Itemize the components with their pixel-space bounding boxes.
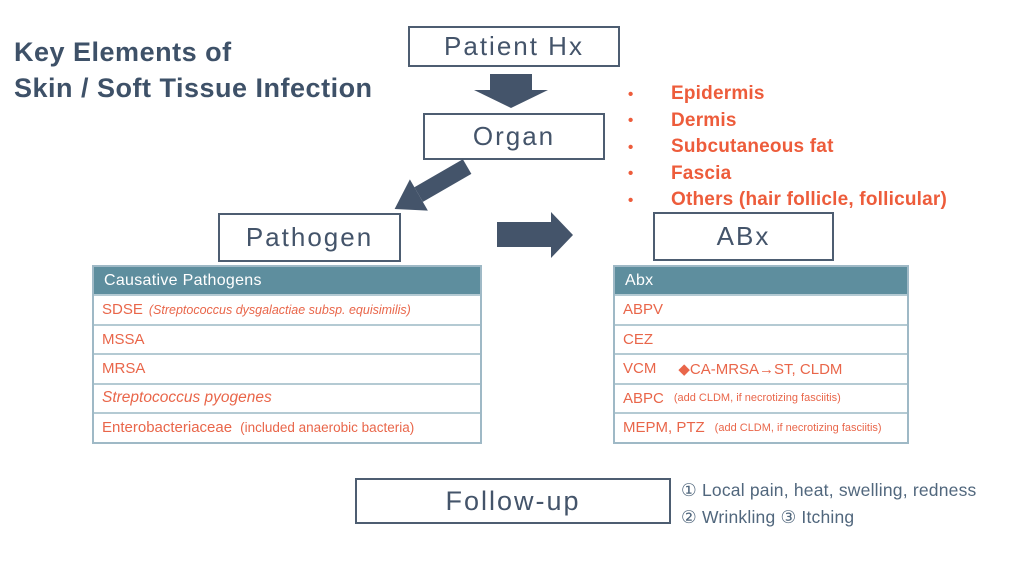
slide-title-line2: Skin / Soft Tissue Infection <box>14 73 373 103</box>
cell-main: MRSA <box>102 360 146 378</box>
arrow-diagonal-shaft <box>414 159 472 203</box>
slide-title-line1: Key Elements of <box>14 37 232 67</box>
table-row: CEZ <box>615 323 907 354</box>
pathogen-label: Pathogen <box>245 222 374 252</box>
cell-main: ABPV <box>623 301 664 319</box>
cell-main: MEPM, PTZ <box>623 419 705 437</box>
table-row: Streptococcus pyogenes <box>94 382 480 413</box>
table-header: Causative Pathogens <box>94 267 480 294</box>
follow-up-label: Follow-up <box>445 485 581 516</box>
table-row: VCM ◆CA-MRSA→ST, CLDM <box>615 353 907 383</box>
cell-main: Streptococcus pyogenes <box>102 389 272 407</box>
list-item: • Fascia <box>628 161 947 188</box>
slide-title: Key Elements of Skin / Soft Tissue Infec… <box>14 34 373 106</box>
arrow-down-icon <box>473 74 548 108</box>
arrow-right-icon <box>497 211 573 258</box>
list-item: • Dermis <box>628 108 947 135</box>
cell-detail: (add CLDM, if necrotizing fasciitis) <box>714 421 882 434</box>
table-row: MRSA <box>94 353 480 383</box>
arrow-right-head <box>551 211 573 258</box>
cell-main: Enterobacteriaceae <box>102 419 233 437</box>
follow-up-note-line1: ① Local pain, heat, swelling, redness <box>681 480 977 500</box>
follow-up-notes: ① Local pain, heat, swelling, redness ② … <box>681 477 976 530</box>
arrow-right-shaft <box>497 222 551 247</box>
arrow-down-shaft <box>489 74 532 90</box>
bullet-icon: • <box>628 85 634 103</box>
abx-box: ABx <box>653 212 834 261</box>
organ-box: Organ <box>423 113 605 160</box>
cell-main: VCM <box>623 360 657 378</box>
table-row: Enterobacteriaceae (included anaerobic b… <box>94 412 480 442</box>
layer-label: Others (hair follicle, follicular) <box>671 189 948 211</box>
cell-detail: ◆CA-MRSA→ST, CLDM <box>678 360 843 378</box>
skin-layers-list: • Epidermis • Dermis • Subcutaneous fat … <box>628 81 947 214</box>
table-row: ABPC (add CLDM, if necrotizing fasciitis… <box>615 382 907 413</box>
follow-up-box: Follow-up <box>355 478 671 524</box>
list-item: • Others (hair follicle, follicular) <box>628 187 947 214</box>
cell-main: MSSA <box>102 330 145 348</box>
abx-table: Abx ABPV CEZ VCM ◆CA-MRSA→ST, CLDM ABPC … <box>613 265 909 444</box>
table-row: MSSA <box>94 323 480 354</box>
cell-main: CEZ <box>623 330 653 348</box>
patient-hx-label: Patient Hx <box>444 31 584 61</box>
layer-label: Fascia <box>671 162 732 184</box>
bullet-icon: • <box>628 138 634 156</box>
list-item: • Epidermis <box>628 81 947 108</box>
list-item: • Subcutaneous fat <box>628 134 947 161</box>
table-row: ABPV <box>615 294 907 324</box>
layer-label: Epidermis <box>671 83 765 105</box>
bullet-icon: • <box>628 112 634 130</box>
cell-detail: (Streptococcus dysgalactiae subsp. equis… <box>148 302 411 317</box>
abx-label: ABx <box>716 221 771 251</box>
cell-detail: (included anaerobic bacteria) <box>240 420 415 436</box>
bullet-icon: • <box>628 191 634 209</box>
causative-pathogens-table: Causative Pathogens SDSE (Streptococcus … <box>92 265 482 444</box>
table-header: Abx <box>615 267 907 294</box>
follow-up-note-line2: ② Wrinkling ③ Itching <box>681 506 855 527</box>
patient-hx-box: Patient Hx <box>408 26 620 67</box>
organ-label: Organ <box>472 121 556 151</box>
layer-label: Subcutaneous fat <box>671 136 834 158</box>
arrow-down-head <box>473 90 548 108</box>
layer-label: Dermis <box>671 109 737 131</box>
bullet-icon: • <box>628 165 634 183</box>
cell-detail: (add CLDM, if necrotizing fasciitis) <box>673 392 841 405</box>
table-row: MEPM, PTZ (add CLDM, if necrotizing fasc… <box>615 412 907 442</box>
cell-main: SDSE <box>102 301 143 319</box>
pathogen-box: Pathogen <box>218 213 401 262</box>
table-row: SDSE (Streptococcus dysgalactiae subsp. … <box>94 294 480 324</box>
cell-main: ABPC <box>623 389 664 407</box>
